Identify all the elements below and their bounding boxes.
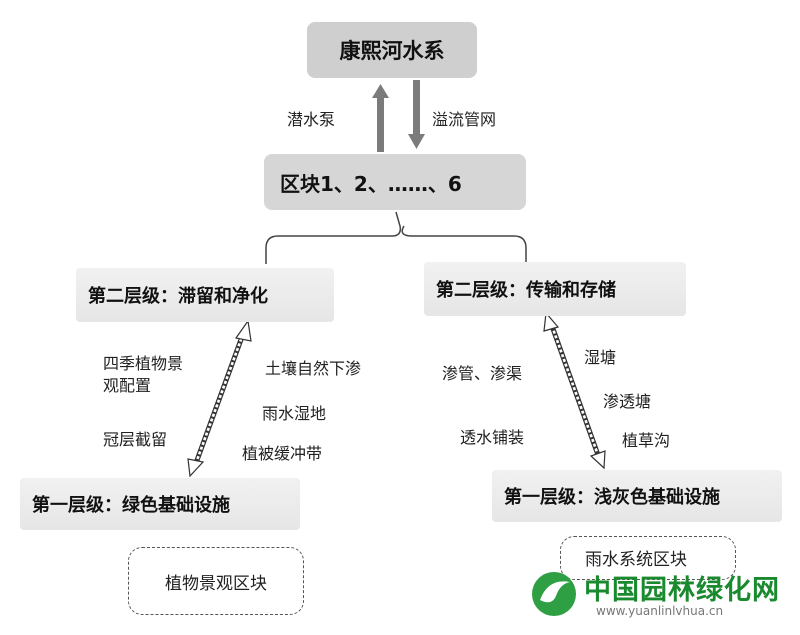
left-item-a3: 冠层截留 bbox=[103, 430, 168, 449]
right-bottom-box: 雨水系统区块 bbox=[560, 536, 736, 580]
right-item-b1: 湿塘 bbox=[584, 348, 617, 367]
left-item-a1: 四季植物景 bbox=[103, 354, 184, 373]
down-arrow bbox=[408, 80, 425, 149]
up-arrow bbox=[372, 84, 389, 152]
right-item-a1: 渗管、渗渠 bbox=[442, 364, 523, 383]
right-upper-level: 第二层级：传输和存储 bbox=[424, 262, 686, 316]
right-lower-level: 第一层级：浅灰色基础设施 bbox=[492, 470, 782, 522]
brand-url: www.yuanlinlvhua.cn bbox=[596, 604, 724, 618]
top-node: 康熙河水系 bbox=[307, 22, 477, 78]
left-item-b3: 植被缓冲带 bbox=[242, 444, 323, 463]
left-item-a2: 观配置 bbox=[103, 376, 152, 395]
right-item-b2: 渗透塘 bbox=[603, 392, 652, 411]
right-item-a2: 透水铺装 bbox=[460, 428, 525, 447]
brand-logo-icon bbox=[530, 570, 578, 618]
link-right-label: 溢流管网 bbox=[432, 110, 497, 129]
right-item-b3: 植草沟 bbox=[622, 431, 671, 450]
block-node: 区块1、2、……、6 bbox=[264, 154, 526, 210]
branch-brace bbox=[265, 211, 527, 264]
left-item-b2: 雨水湿地 bbox=[262, 404, 327, 423]
left-bottom-box: 植物景观区块 bbox=[128, 547, 304, 615]
left-upper-level: 第二层级：滞留和净化 bbox=[76, 268, 334, 322]
link-left-label: 潜水泵 bbox=[287, 110, 336, 129]
left-double-arrow bbox=[187, 319, 252, 478]
right-double-arrow bbox=[543, 311, 606, 470]
brand-text: 中国园林绿化网 bbox=[584, 575, 780, 606]
left-lower-level: 第一层级：绿色基础设施 bbox=[20, 478, 300, 530]
left-item-b1: 土壤自然下渗 bbox=[265, 359, 362, 378]
